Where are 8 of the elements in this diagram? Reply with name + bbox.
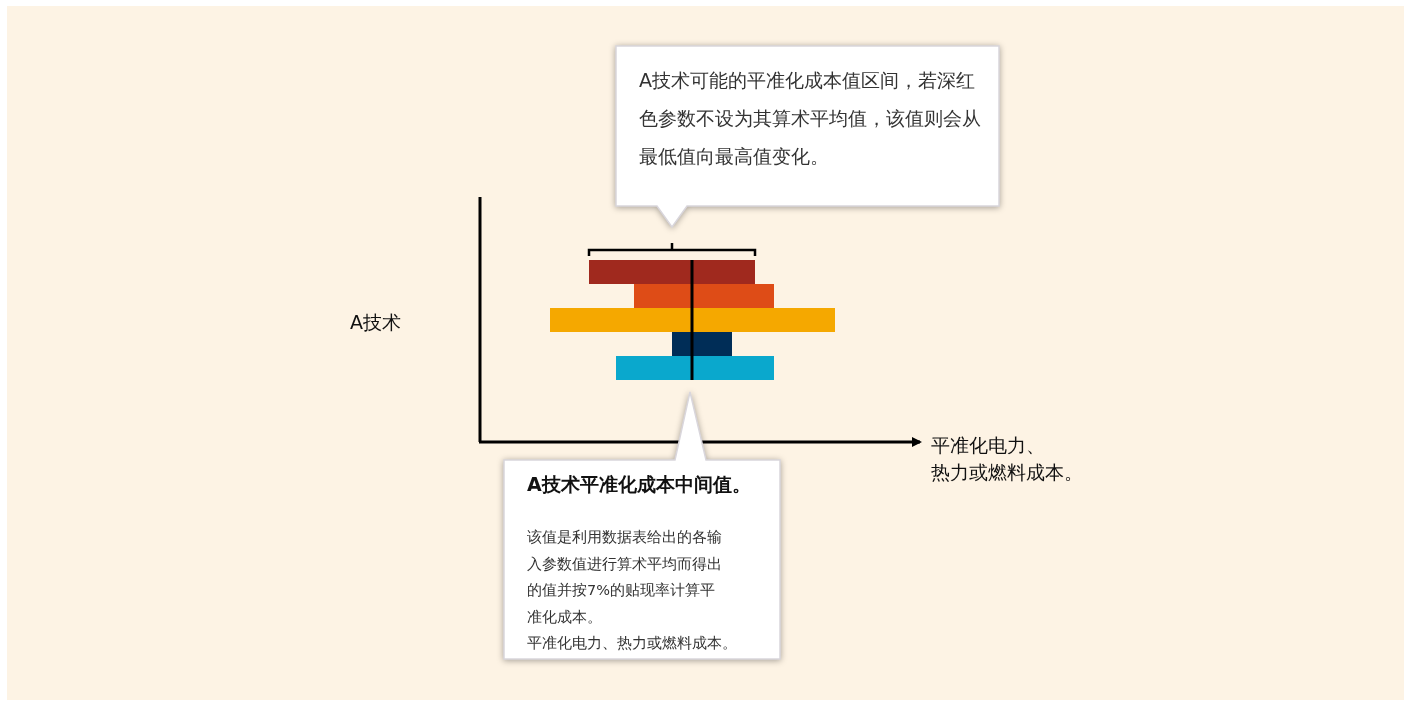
callout-bubble — [503, 390, 782, 661]
callout-heading: A技术平准化成本中间值。 — [527, 472, 752, 497]
callout-text: 该值是利用数据表给出的各输入参数值进行算术平均而得出的值并按7%的贴现率计算平准化成本。 — [527, 528, 723, 627]
callout-text: 平准化电力、热力或燃料成本。 — [527, 634, 738, 653]
axis-label: 平准化电力、 — [931, 433, 1045, 458]
callout-text: A技术可能的平准化成本值区间，若深红色参数不设为其算术平均值，该值则会从最低值向最高值变化。 — [639, 68, 982, 169]
axis-label: A技术 — [350, 310, 401, 335]
axis-label: 热力或燃料成本。 — [931, 460, 1083, 485]
